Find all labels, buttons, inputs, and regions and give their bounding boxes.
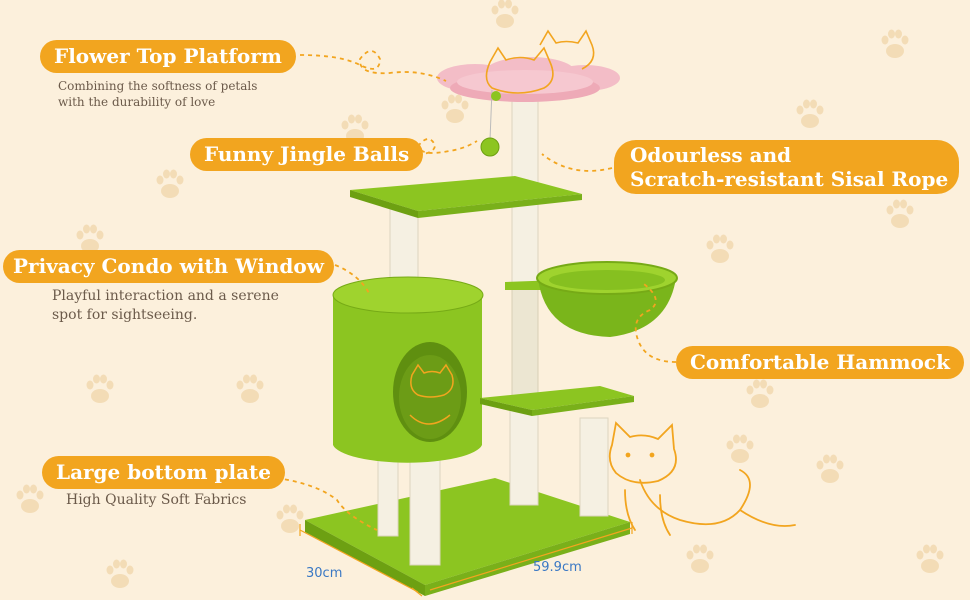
flower-top-description: Combining the softness of petals with th… bbox=[58, 78, 257, 110]
dimension-lines bbox=[299, 522, 633, 597]
flower-top-desc-line1: Combining the softness of petals bbox=[58, 79, 258, 93]
sisal-posts bbox=[377, 99, 609, 566]
privacy-condo bbox=[332, 276, 484, 463]
lower-platform bbox=[480, 386, 634, 416]
sisal-rope-line2: Scratch-resistant Sisal Rope bbox=[630, 167, 949, 191]
privacy-condo-label: Privacy Condo with Window bbox=[3, 250, 334, 283]
bottom-plate-label: Large bottom plate bbox=[42, 456, 285, 489]
privacy-condo-desc-line2: spot for sightseeing. bbox=[52, 306, 198, 323]
sisal-rope-line1: Odourless and bbox=[630, 143, 792, 167]
jingle-ball bbox=[480, 89, 501, 157]
cat-outline-illustration bbox=[608, 421, 796, 536]
privacy-condo-description: Playful interaction and a serene spot fo… bbox=[52, 287, 279, 325]
depth-dimension: 30cm bbox=[306, 566, 343, 581]
flower-top-label: Flower Top Platform bbox=[40, 40, 296, 73]
jingle-balls-label: Funny Jingle Balls bbox=[190, 138, 424, 171]
hammock bbox=[505, 261, 678, 337]
flower-top-platform bbox=[437, 29, 620, 102]
sisal-rope-label: Odourless and Scratch-resistant Sisal Ro… bbox=[614, 140, 959, 194]
hammock-label: Comfortable Hammock bbox=[676, 346, 964, 379]
upper-platform bbox=[350, 176, 582, 218]
flower-top-desc-line2: with the durability of love bbox=[58, 95, 216, 110]
width-dimension: 59.9cm bbox=[533, 560, 582, 575]
privacy-condo-desc-line1: Playful interaction and a serene bbox=[52, 288, 279, 304]
bottom-plate-description: High Quality Soft Fabrics bbox=[66, 492, 247, 508]
